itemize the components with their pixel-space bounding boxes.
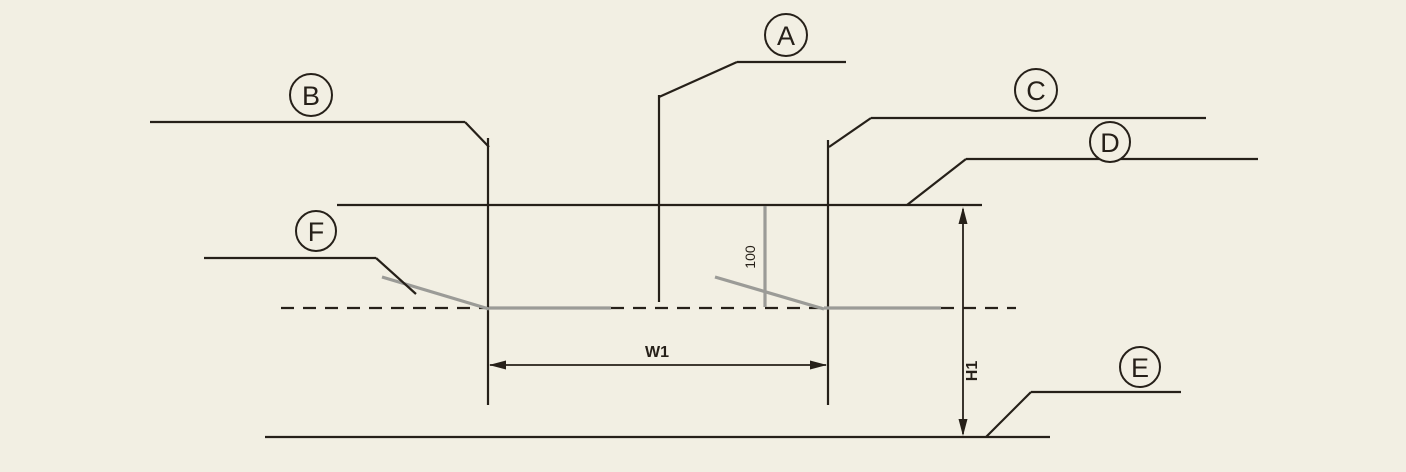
left-flap-diagonal xyxy=(381,275,490,311)
dimension-w1: W1 xyxy=(489,344,827,370)
callout-f: F xyxy=(204,210,417,295)
callout-f-leader-diagonal xyxy=(375,257,417,295)
callout-a: A xyxy=(658,13,846,99)
dimension-100: 100 xyxy=(742,245,758,269)
callout-e-label: E xyxy=(1131,353,1149,383)
callout-f-circle xyxy=(295,210,337,252)
right-flap-diagonal xyxy=(714,275,825,311)
callout-e-circle xyxy=(1119,346,1161,388)
callout-c-label: C xyxy=(1026,76,1046,106)
callout-b-label: B xyxy=(302,81,320,111)
callout-c-circle xyxy=(1014,68,1058,112)
callout-d-label: D xyxy=(1100,128,1120,158)
callout-d-circle xyxy=(1089,121,1131,163)
callout-d-leader-diagonal xyxy=(906,158,967,206)
callout-d: D xyxy=(906,121,1258,206)
callout-a-label: A xyxy=(777,21,795,51)
dimension-w1-arrow-right xyxy=(810,360,827,370)
callout-e: E xyxy=(985,346,1181,438)
callout-c-leader-diagonal xyxy=(828,117,872,148)
callout-c: C xyxy=(828,68,1206,148)
callout-b: B xyxy=(150,73,490,148)
flap-gates xyxy=(381,206,941,311)
callout-b-circle xyxy=(289,73,333,117)
callout-b-leader-diagonal xyxy=(464,121,490,148)
dimension-h1-label: H1 xyxy=(964,361,981,382)
callout-a-leader-diagonal xyxy=(658,60,738,99)
dimension-h1-arrow-top xyxy=(958,207,968,224)
callout-f-label: F xyxy=(308,217,325,247)
dimension-h1: H1 xyxy=(958,207,981,436)
dimension-w1-label: W1 xyxy=(645,344,669,361)
structure-lines xyxy=(265,95,1050,439)
dimension-w1-arrow-left xyxy=(489,360,506,370)
dimension-h1-arrow-bottom xyxy=(958,419,968,436)
callout-a-circle xyxy=(764,13,808,57)
dimension-100-label: 100 xyxy=(742,245,758,269)
callout-e-leader-diagonal xyxy=(985,391,1032,438)
